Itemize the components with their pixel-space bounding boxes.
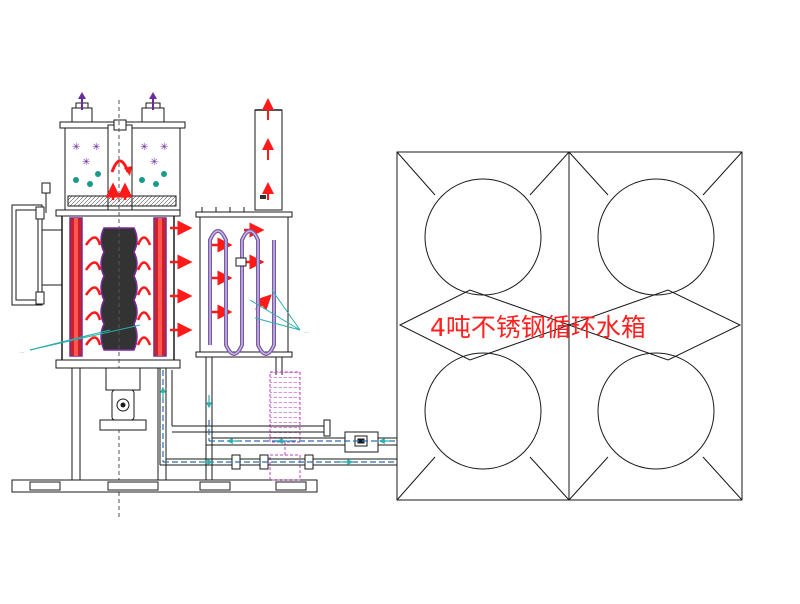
sight-glass (235, 257, 247, 267)
leader-lines (29, 289, 301, 351)
svg-text:✳: ✳ (140, 142, 148, 153)
top-tower (59, 102, 186, 216)
tank-panel-circle (597, 178, 715, 296)
svg-text:✳: ✳ (72, 142, 80, 153)
svg-text:···: ··· (304, 330, 309, 336)
svg-text:···: ··· (20, 350, 25, 356)
tank-panel-circle (597, 352, 715, 470)
tank-label: 4吨不锈钢循环水箱 (430, 313, 646, 342)
circulation-pump (269, 371, 301, 481)
tank-panel-circle (424, 178, 542, 296)
combustion-core (100, 100, 138, 520)
heat-exchanger (195, 207, 293, 358)
leader-labels: ··· ··· (20, 330, 309, 356)
pipe-flow-arrows (160, 386, 390, 465)
mist-particles: ✳ ✳ ✳ ✳ ✳ ✳ (72, 92, 168, 200)
svg-text:✳: ✳ (92, 142, 100, 153)
flow-arrows-outward (170, 220, 272, 338)
svg-text:✳: ✳ (160, 142, 168, 153)
tank-panel-circle (424, 352, 542, 470)
chimney (254, 98, 283, 211)
svg-text:✳: ✳ (150, 157, 158, 168)
svg-text:✳: ✳ (82, 157, 90, 168)
flow-arrows-inner (84, 236, 152, 346)
serpentine-coil-inner (209, 230, 275, 355)
boiler-base (11, 357, 318, 493)
water-tank (396, 151, 743, 501)
heating-tubes (69, 217, 167, 357)
